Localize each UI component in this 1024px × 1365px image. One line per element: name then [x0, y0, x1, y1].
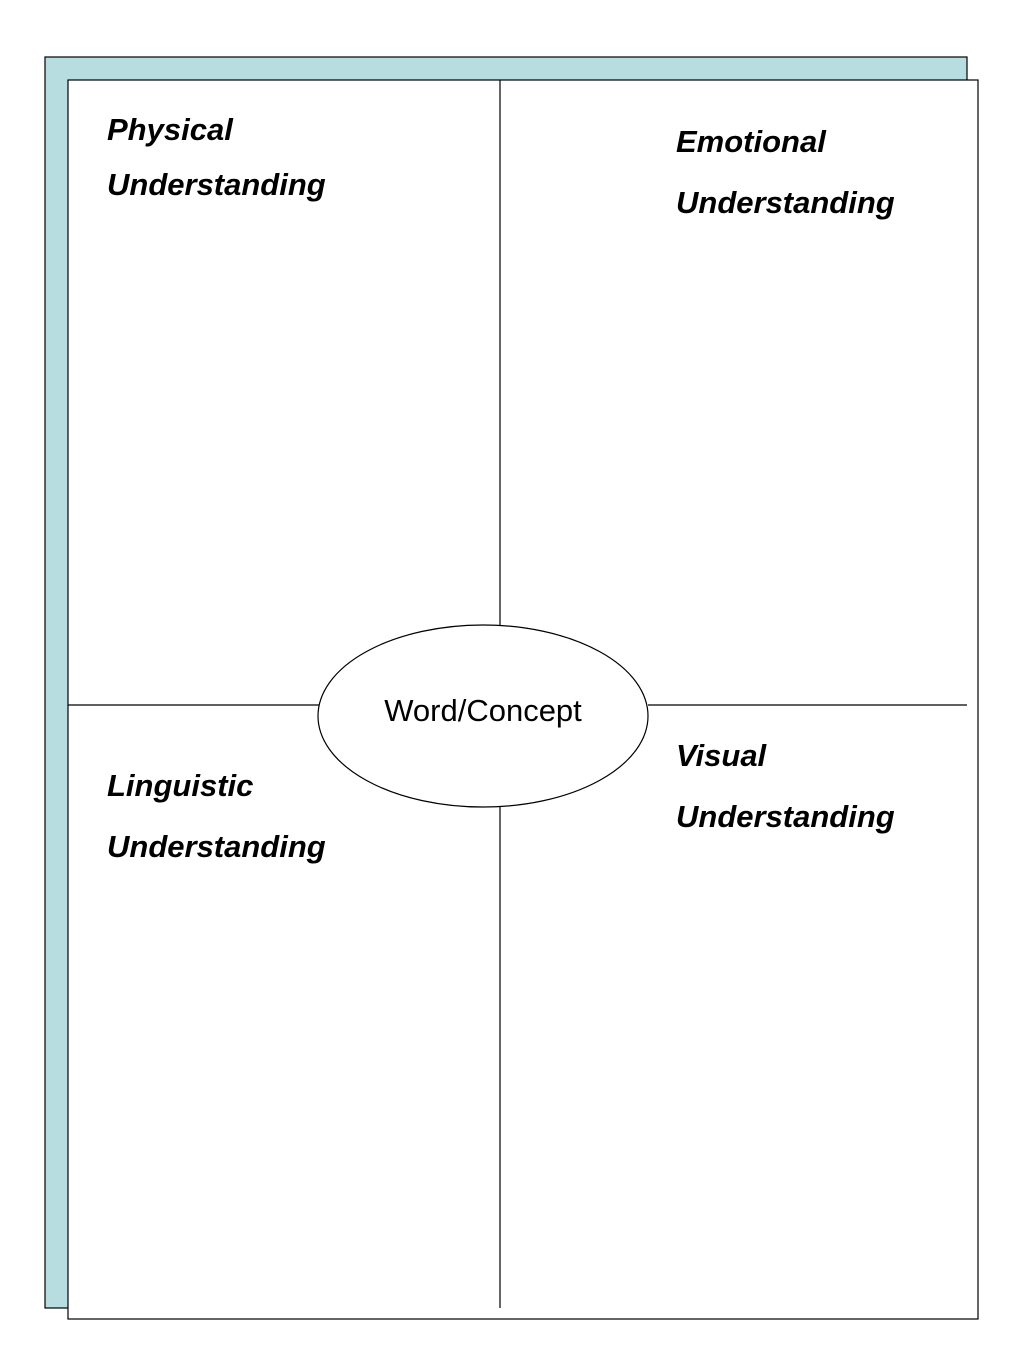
quadrant-label-line: Physical: [107, 112, 233, 147]
quadrant-label-line: Linguistic: [107, 768, 254, 803]
quadrant-label-line: Understanding: [107, 829, 326, 864]
quadrant-label-physical: Physical Understanding: [107, 102, 326, 212]
quadrant-label-line: Emotional: [676, 124, 826, 159]
quadrant-label-line: Understanding: [107, 167, 326, 202]
quadrant-label-visual: Visual Understanding: [676, 725, 895, 847]
center-concept-label: Word/Concept: [384, 693, 582, 728]
quadrant-label-line: Understanding: [676, 185, 895, 220]
quadrant-label-emotional: Emotional Understanding: [676, 111, 895, 233]
quadrant-label-line: Understanding: [676, 799, 895, 834]
quadrant-label-line: Visual: [676, 738, 767, 773]
center-ellipse: [317, 624, 649, 808]
quadrant-label-linguistic: Linguistic Understanding: [107, 755, 326, 877]
